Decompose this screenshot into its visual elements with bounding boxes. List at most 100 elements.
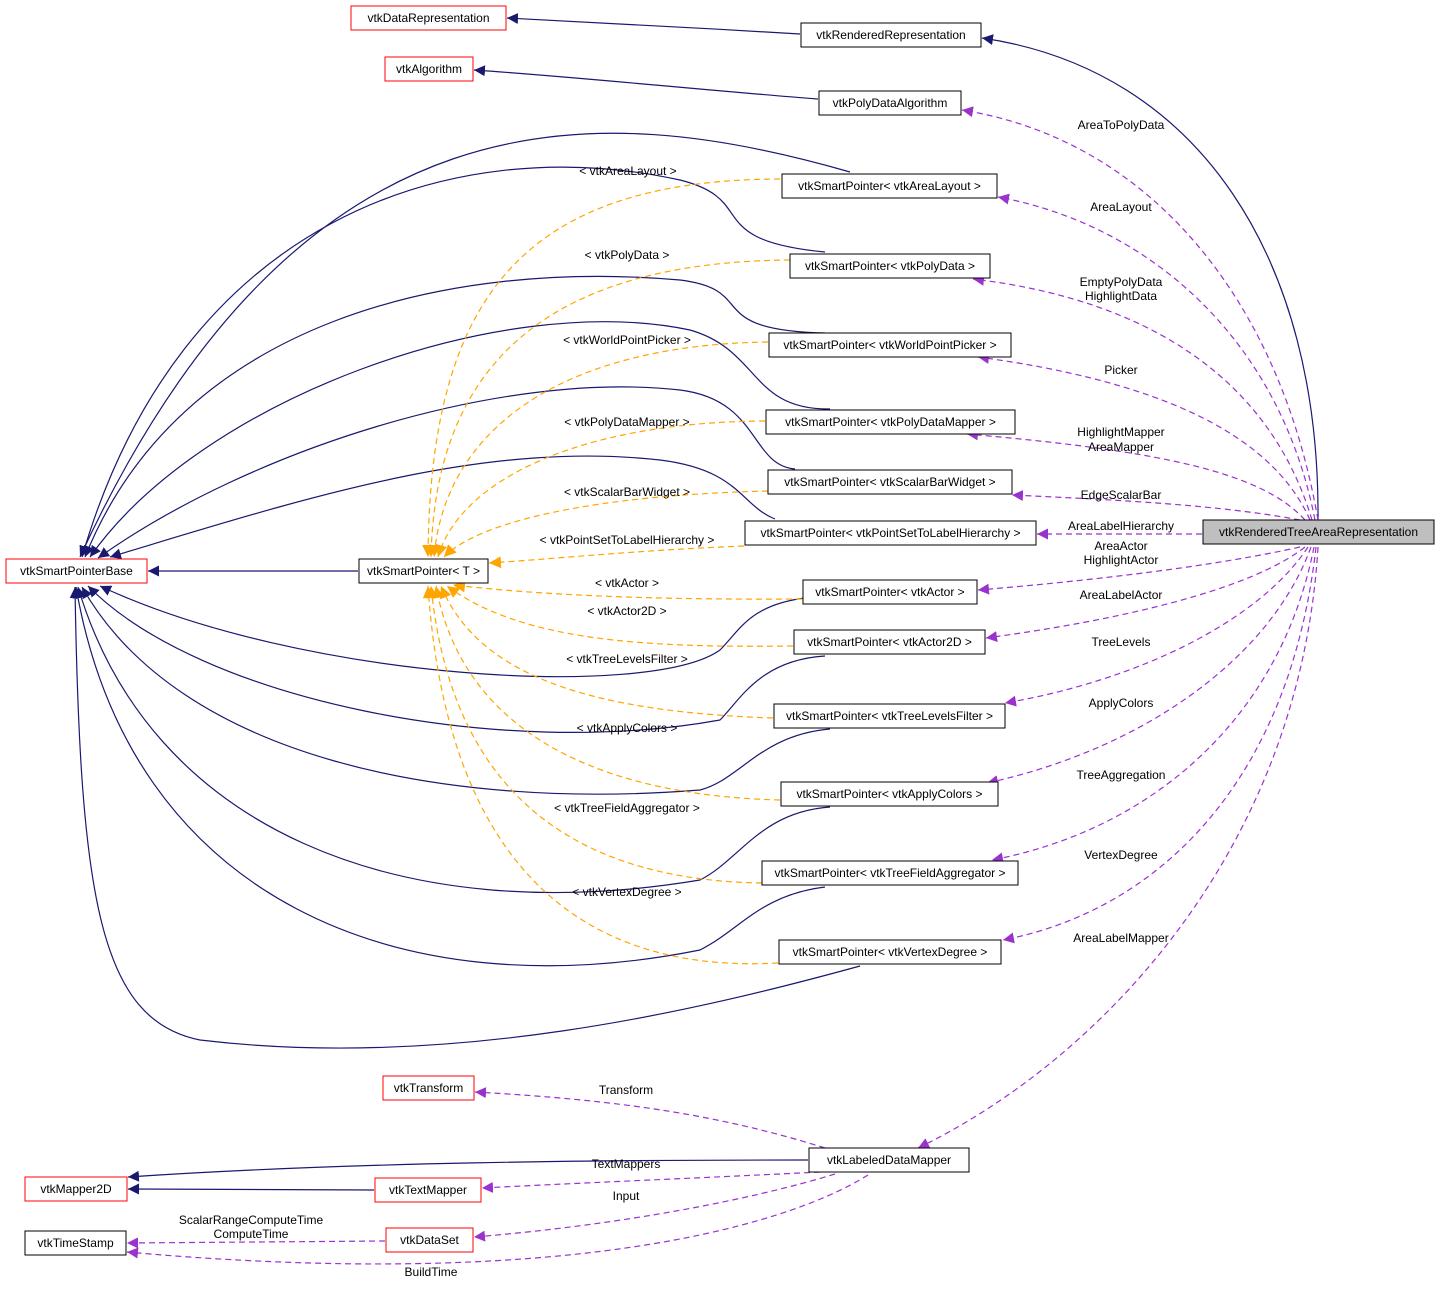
label-areatopolydata: AreaToPolyData bbox=[1078, 118, 1165, 132]
label-textmappers: TextMappers bbox=[592, 1157, 661, 1171]
node-label: vtkSmartPointer< vtkApplyColors > bbox=[796, 787, 982, 801]
edge-sp-pointsettolabel-to-base bbox=[109, 455, 776, 560]
node-sp-worldpointpicker[interactable]: vtkSmartPointer< vtkWorldPointPicker > bbox=[768, 332, 1012, 358]
label-emptypolydata: EmptyPolyData bbox=[1080, 275, 1163, 289]
label-tpl-actor: < vtkActor > bbox=[595, 576, 659, 590]
node-vtktransform[interactable]: vtkTransform bbox=[382, 1075, 475, 1101]
edge-tpl-actor bbox=[452, 580, 803, 600]
edge-renderedrep-to-datarep bbox=[506, 13, 801, 35]
edge-use-polydatamapper bbox=[966, 429, 1306, 521]
node-vtktimestamp[interactable]: vtkTimeStamp bbox=[24, 1230, 127, 1256]
edge-use-labeledmapper bbox=[917, 546, 1319, 1149]
node-label: vtkTimeStamp bbox=[37, 1236, 114, 1250]
edge-tpl-vertexdegree bbox=[422, 585, 779, 965]
label-applycolors: ApplyColors bbox=[1089, 696, 1154, 710]
node-sp-vertexdegree[interactable]: vtkSmartPointer< vtkVertexDegree > bbox=[778, 939, 1002, 965]
label-arealabelhierarchy: AreaLabelHierarchy bbox=[1068, 519, 1174, 533]
node-sp-polydata[interactable]: vtkSmartPointer< vtkPolyData > bbox=[789, 253, 991, 279]
node-label: vtkDataRepresentation bbox=[367, 11, 489, 25]
edge-treearea-to-renderedrep bbox=[981, 34, 1319, 521]
edge-use-actor bbox=[977, 546, 1301, 595]
edge-use-treefield bbox=[991, 546, 1315, 864]
edge-sp-applycolors-to-base bbox=[75, 586, 831, 894]
label-edgescalarbar: EdgeScalarBar bbox=[1081, 488, 1162, 502]
label-arealabelmapper: AreaLabelMapper bbox=[1073, 931, 1168, 945]
node-label: vtkSmartPointer< vtkWorldPointPicker > bbox=[783, 338, 996, 352]
edge-tpl-pointsettolabel bbox=[488, 545, 745, 569]
label-input: Input bbox=[613, 1189, 640, 1203]
node-sp-t[interactable]: vtkSmartPointer< T > bbox=[358, 558, 489, 584]
edge-use-polydata bbox=[972, 274, 1313, 521]
label-vertexdegree: VertexDegree bbox=[1084, 848, 1158, 862]
edge-use-arealayout bbox=[997, 193, 1316, 521]
edge-tpl-treefield bbox=[426, 585, 763, 884]
node-vtklabeleddatamapper[interactable]: vtkLabeledDataMapper bbox=[808, 1147, 970, 1173]
label-picker: Picker bbox=[1104, 363, 1137, 377]
node-vtkdatarepresentation[interactable]: vtkDataRepresentation bbox=[350, 5, 507, 31]
label-areaactor: AreaActor bbox=[1094, 539, 1147, 553]
node-label: vtkSmartPointer< vtkActor2D > bbox=[807, 635, 972, 649]
label-tpl-polydata: < vtkPolyData > bbox=[585, 248, 670, 262]
template-edges bbox=[422, 178, 803, 965]
edge-use-textmappers bbox=[481, 1171, 821, 1193]
node-vtkalgorithm[interactable]: vtkAlgorithm bbox=[384, 56, 474, 82]
node-sp-arealayout[interactable]: vtkSmartPointer< vtkAreaLayout > bbox=[781, 173, 998, 199]
edge-sp-scalarbarwidget-to-base bbox=[97, 386, 796, 559]
edge-use-applycolors bbox=[986, 546, 1312, 787]
node-label: vtkRenderedRepresentation bbox=[816, 28, 965, 42]
node-vtkpolydataalgorithm[interactable]: vtkPolyDataAlgorithm bbox=[818, 90, 962, 116]
node-label: vtkMapper2D bbox=[40, 1182, 112, 1196]
label-treeaggregation: TreeAggregation bbox=[1077, 768, 1166, 782]
label-scalarrangecomputetime: ScalarRangeComputeTime bbox=[179, 1213, 324, 1227]
edge-sp-actor-to-base bbox=[99, 585, 806, 678]
node-sp-applycolors[interactable]: vtkSmartPointer< vtkApplyColors > bbox=[780, 781, 999, 807]
node-label: vtkSmartPointer< vtkAreaLayout > bbox=[798, 179, 981, 193]
node-vtktextmapper[interactable]: vtkTextMapper bbox=[374, 1177, 482, 1203]
node-vtksmartpointerbase[interactable]: vtkSmartPointerBase bbox=[5, 558, 148, 584]
label-highlightactor: HighlightActor bbox=[1084, 553, 1159, 567]
edge-use-input bbox=[473, 1173, 836, 1242]
node-sp-scalarbarwidget[interactable]: vtkSmartPointer< vtkScalarBarWidget > bbox=[767, 469, 1013, 495]
node-label: vtkAlgorithm bbox=[396, 62, 462, 76]
label-areamapper: AreaMapper bbox=[1088, 440, 1154, 454]
node-sp-polydatamapper[interactable]: vtkSmartPointer< vtkPolyDataMapper > bbox=[765, 409, 1016, 435]
node-sp-pointsettolabelhierarchy[interactable]: vtkSmartPointer< vtkPointSetToLabelHiera… bbox=[744, 520, 1037, 546]
node-sp-actor[interactable]: vtkSmartPointer< vtkActor > bbox=[802, 579, 978, 605]
edge-use-vertexdegree bbox=[1002, 546, 1317, 944]
node-vtkrenderedtreearearepresentation[interactable]: vtkRenderedTreeAreaRepresentation bbox=[1202, 519, 1435, 545]
edge-tpl-polydatamapper bbox=[435, 420, 766, 558]
edge-sp-vertexdegree-to-base bbox=[69, 586, 861, 1049]
node-label: vtkSmartPointer< vtkVertexDegree > bbox=[793, 945, 988, 959]
label-buildtime: BuildTime bbox=[405, 1265, 458, 1279]
node-label: vtkSmartPointer< vtkPointSetToLabelHiera… bbox=[760, 526, 1020, 540]
edge-polydataalgo-to-algorithm bbox=[473, 65, 819, 100]
node-vtkmapper2d[interactable]: vtkMapper2D bbox=[24, 1176, 128, 1202]
node-label: vtkSmartPointer< T > bbox=[367, 564, 480, 578]
node-label: vtkSmartPointer< vtkTreeFieldAggregator … bbox=[775, 866, 1006, 880]
node-label: vtkSmartPointer< vtkScalarBarWidget > bbox=[784, 475, 995, 489]
label-tpl-pointsettolabel: < vtkPointSetToLabelHierarchy > bbox=[540, 533, 715, 547]
node-sp-actor2d[interactable]: vtkSmartPointer< vtkActor2D > bbox=[793, 629, 986, 655]
member-edge-labels: AreaToPolyData AreaLayout EmptyPolyData … bbox=[179, 118, 1174, 1279]
label-tpl-worldpointpicker: < vtkWorldPointPicker > bbox=[563, 333, 691, 347]
node-label: vtkSmartPointer< vtkPolyData > bbox=[805, 259, 975, 273]
edge-sp-arealayout-to-base bbox=[79, 132, 851, 558]
node-vtkrenderedrepresentation[interactable]: vtkRenderedRepresentation bbox=[800, 22, 982, 48]
inheritance-edges bbox=[69, 13, 1319, 1195]
label-computetime: ComputeTime bbox=[214, 1227, 289, 1241]
node-sp-treelevelsfilter[interactable]: vtkSmartPointer< vtkTreeLevelsFilter > bbox=[773, 703, 1006, 729]
edge-use-buildtime bbox=[126, 1174, 869, 1265]
label-highlightdata: HighlightData bbox=[1085, 289, 1157, 303]
node-label: vtkSmartPointer< vtkPolyDataMapper > bbox=[785, 415, 996, 429]
label-tpl-treefield: < vtkTreeFieldAggregator > bbox=[554, 801, 700, 815]
edge-sp-actor2d-to-base bbox=[87, 585, 826, 733]
edge-sp-treefield-to-base bbox=[72, 586, 826, 967]
node-vtkdataset[interactable]: vtkDataSet bbox=[385, 1227, 474, 1253]
edge-tpl-arealayout bbox=[422, 178, 781, 558]
edge-tpl-worldpointpicker bbox=[429, 341, 769, 558]
edge-use-areatopolydata bbox=[961, 106, 1319, 521]
label-tpl-arealayout: < vtkAreaLayout > bbox=[579, 164, 676, 178]
node-sp-treefieldaggregator[interactable]: vtkSmartPointer< vtkTreeFieldAggregator … bbox=[761, 860, 1019, 886]
label-arealabelactor: AreaLabelActor bbox=[1080, 588, 1163, 602]
